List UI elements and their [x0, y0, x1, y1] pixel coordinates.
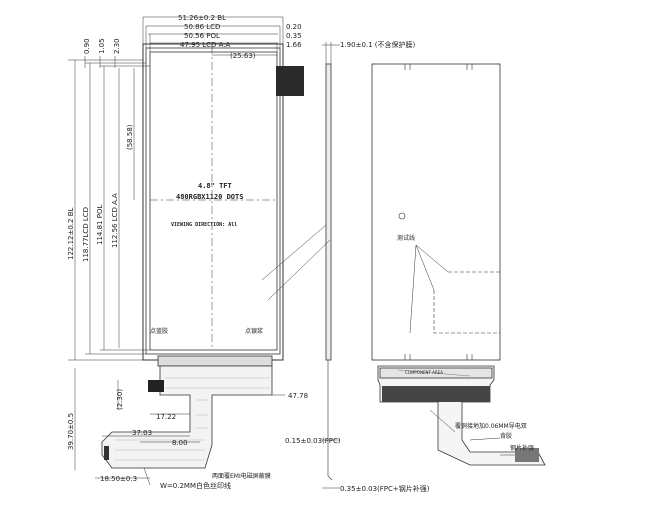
steel-stiffener-label: 钢片补强 — [510, 444, 534, 452]
dim-pol-height: 114.81 POL — [96, 205, 104, 245]
dim-left-1: 0.90 — [83, 38, 91, 54]
dim-fpc-offset: (2.30) — [116, 389, 124, 410]
dim-lcd-height: 118.77LCD LCD — [82, 207, 90, 262]
dim-left-2: 1.05 — [98, 38, 106, 54]
dim-aa-width: 47.95 LCD A.A — [180, 41, 231, 49]
dim-left-3: 2.30 — [113, 38, 121, 54]
dim-right-2: 0.35 — [286, 32, 302, 40]
side-view-labels: 1.90±0.1 (不含保护膜) 0.15±0.03(FPC) 0.35±0.0… — [285, 40, 430, 493]
silkscreen-note: W=0.2MM白色丝印线 — [160, 481, 231, 490]
viewing-direction-text: VIEWING DIRECTION: All — [171, 222, 237, 228]
back-view — [371, 63, 546, 466]
emi-film-note: 两面覆EMI电磁屏蔽膜 — [212, 472, 271, 480]
dim-half-width: (25.63) — [230, 52, 256, 60]
panel-size-text: 4.8" TFT — [198, 182, 232, 190]
dim-fpc-length: 39.70±0.5 — [67, 413, 75, 450]
side-view — [261, 42, 340, 489]
fpc-thickness: 0.15±0.03(FPC) — [285, 437, 341, 445]
dim-aa-height: 112.56 LCD A.A — [111, 193, 119, 248]
test-line-label: 测试线 — [397, 234, 415, 242]
silver-paste-label: 点银浆 — [245, 327, 263, 335]
dim-fpc-17: 17.22 — [156, 413, 176, 421]
copper-ground-label: 覆铜接地加0.06MM导电双 — [455, 422, 527, 430]
stiffener-thickness: 0.35±0.03(FPC+钢片补强) — [340, 484, 430, 493]
dim-pol-width: 50.56 POL — [184, 32, 220, 40]
dim-fpc-width: 18.50±0.3 — [100, 475, 137, 483]
front-view — [68, 16, 304, 367]
dim-half-height: (58.58) — [126, 124, 134, 150]
fpc-front — [74, 365, 285, 486]
dim-fpc-47: 47.78 — [288, 392, 308, 400]
dim-bl-height: 122.12±0.2 BL — [67, 207, 75, 260]
dim-fpc-8: 8.00 — [172, 439, 188, 447]
panel-thickness: 1.90±0.1 (不含保护膜) — [340, 40, 416, 49]
dim-fpc-37: 37.03 — [132, 429, 152, 437]
component-area-label: COMPONENT AREA — [405, 370, 443, 375]
dim-right-1: 0.20 — [286, 23, 302, 31]
front-view-labels: 51.26±0.2 BL 50.86 LCD 50.56 POL 47.95 L… — [67, 14, 308, 490]
back-view-labels: 测试线 COMPONENT AREA 覆铜接地加0.06MM导电双 背胶 钢片补… — [397, 234, 534, 452]
panel-resolution-text: 480RGBX1120 DOTS — [176, 193, 243, 201]
dim-bl-width: 51.26±0.2 BL — [178, 14, 226, 22]
dim-right-3: 1.66 — [286, 41, 302, 49]
blue-glue-label: 点蓝胶 — [150, 327, 168, 335]
adhesive-label: 背胶 — [500, 432, 512, 440]
dim-lcd-width: 50.86 LCD — [184, 23, 220, 31]
